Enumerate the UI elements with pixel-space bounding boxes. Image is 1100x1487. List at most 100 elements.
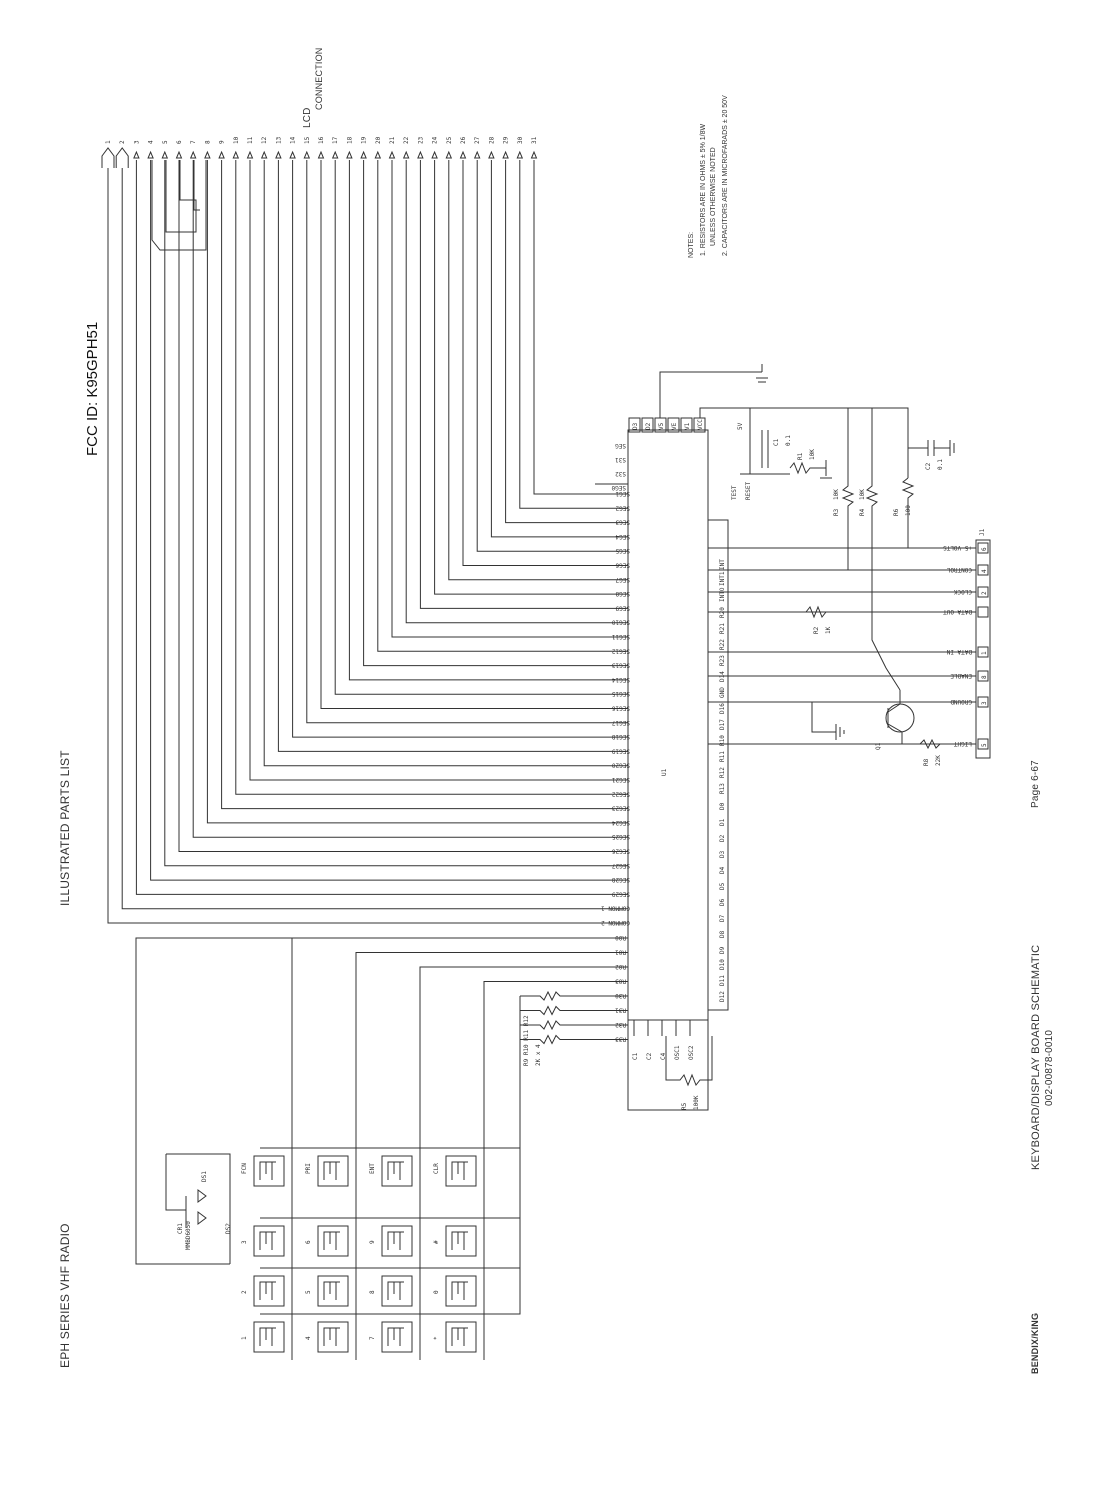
ic-right-pin-label: R23 <box>719 655 726 666</box>
lcd-pin-label: 3 <box>133 140 140 144</box>
keypad-row-wire <box>483 981 596 1360</box>
lcd-pin-arrow <box>459 150 467 159</box>
key-outline <box>381 1225 413 1257</box>
seg-wire <box>320 160 592 709</box>
seg-wire <box>135 160 592 895</box>
key-contact <box>323 1231 340 1250</box>
ic-right-pin-label: D7 <box>719 914 726 922</box>
lcd-pin-arrow <box>275 150 282 159</box>
rn-label: R9 R10 R11 R12 <box>523 1015 530 1066</box>
key-contact <box>259 1281 276 1300</box>
lcd-pin-label: 16 <box>318 136 325 144</box>
ic-bottom-pin-label: C4 <box>660 1052 667 1060</box>
c1-value: 0.1 <box>785 435 792 446</box>
j1-pin-box <box>977 646 989 658</box>
j1-signal-label: DATA OUT <box>943 608 972 615</box>
key-contact <box>323 1161 340 1180</box>
lcd-pin-label: 31 <box>531 136 538 144</box>
ic-right-pin-label: INT <box>719 559 726 570</box>
key-outline <box>253 1155 285 1187</box>
r2-value: 1K <box>825 626 832 634</box>
lcd-pin-arrow <box>516 150 524 159</box>
j1-signal-label: +5 VOLTS <box>943 544 972 551</box>
seg-pin-label: SEG23 <box>612 805 630 812</box>
lcd-pin-label: 22 <box>403 136 410 144</box>
ic-right-pin-label: INTO <box>719 587 726 602</box>
keypad-key: 7 <box>369 1321 413 1353</box>
common-wire <box>121 168 592 910</box>
key-contact <box>387 1161 404 1180</box>
ic-right-pin-label: R21 <box>719 623 726 634</box>
seg-pin-label: SEG11 <box>612 633 630 640</box>
lcd-crossover-2 <box>165 160 197 233</box>
c2-ground <box>934 440 955 456</box>
seg-pin-label: SEG28 <box>612 876 630 883</box>
ic-other-pin-label: RESET <box>745 482 752 500</box>
ic-seg-labels: SEG1SEG2SEG3SEG4SEG5SEG6SEG7SEG8SEG9SEG1… <box>592 490 630 926</box>
key-contact <box>451 1231 468 1250</box>
keypad-key: CLR <box>433 1155 477 1187</box>
seg-pin-label: SEG8 <box>615 590 630 597</box>
lcd-pin-label: 14 <box>290 136 297 144</box>
seg-pin-label: SEG3 <box>615 519 630 526</box>
key-label: 3 <box>241 1240 248 1244</box>
key-label: CLR <box>433 1163 440 1174</box>
lcd-pin-arrow <box>175 150 183 159</box>
key-contact <box>323 1327 340 1346</box>
ic-right-pin-label: R13 <box>719 783 726 794</box>
j1-signal-label: CONTROL <box>946 566 972 573</box>
seg-wire <box>448 160 592 581</box>
lcd-pin-label: 2 <box>119 140 126 144</box>
q1-label: Q1 <box>875 742 882 750</box>
j1-signal-label: GROUND <box>950 698 972 705</box>
seg-pin-label: SEG4 <box>615 533 630 540</box>
j1-pin-number: 6 <box>981 547 988 551</box>
key-label: 0 <box>433 1290 440 1294</box>
lcd-pin-arrow <box>346 150 353 159</box>
lcd-pin-label: 29 <box>503 136 510 144</box>
lcd-pin-label: 10 <box>233 136 240 144</box>
seg-wire <box>178 160 592 852</box>
j1-pin-number: 2 <box>981 591 988 595</box>
lcd-pin-label: 17 <box>332 136 339 144</box>
c2-label: C2 <box>925 462 932 470</box>
r6-label: R6 <box>893 508 900 516</box>
lcd-pin-label: 26 <box>460 136 467 144</box>
lcd-pin-arrow <box>388 150 396 159</box>
key-label: 5 <box>305 1290 312 1294</box>
keypad-key: ENT <box>369 1155 413 1187</box>
r1-resistor <box>789 461 826 475</box>
keypad-row-wire <box>419 966 596 1360</box>
r3-resistor <box>841 408 855 570</box>
seg-pin-label: SEG6 <box>615 562 630 569</box>
lcd-pin-arrow <box>317 150 325 159</box>
ic-top-pin-label: V5 <box>658 422 665 430</box>
ic-top-pin-label: V1 <box>684 422 691 430</box>
ic-right-pin-label: R12 <box>719 767 726 778</box>
lcd-pin-arrow <box>502 150 509 159</box>
keypad-wires <box>135 937 596 1360</box>
r6-value: 100 <box>905 505 912 516</box>
ground-symbol-top <box>756 364 768 383</box>
keypad-key: 4 <box>305 1321 349 1353</box>
r5-label: R5 <box>681 1102 688 1110</box>
j1-pin-number: 8 <box>981 675 988 679</box>
key-contact <box>451 1161 468 1180</box>
lcd-pin-label: 8 <box>204 140 211 144</box>
lcd-pin-arrow-large <box>115 147 129 168</box>
key-outline <box>253 1225 285 1257</box>
r8-value: 22K <box>935 755 942 766</box>
ic-right-pin-label: D17 <box>719 719 726 730</box>
keypad-key: * <box>433 1321 477 1353</box>
seg-pin-label: SEG19 <box>612 747 630 754</box>
key-label: 4 <box>305 1336 312 1340</box>
row-resistor <box>520 1019 596 1031</box>
keypad-key: 8 <box>369 1275 413 1307</box>
j1-signal-label: DATA IN <box>946 648 972 655</box>
lcd-pin-arrow <box>473 150 481 159</box>
key-contact <box>387 1327 404 1346</box>
row-resistor-network <box>520 990 596 1045</box>
ic-right-pin-label: D11 <box>719 975 726 986</box>
